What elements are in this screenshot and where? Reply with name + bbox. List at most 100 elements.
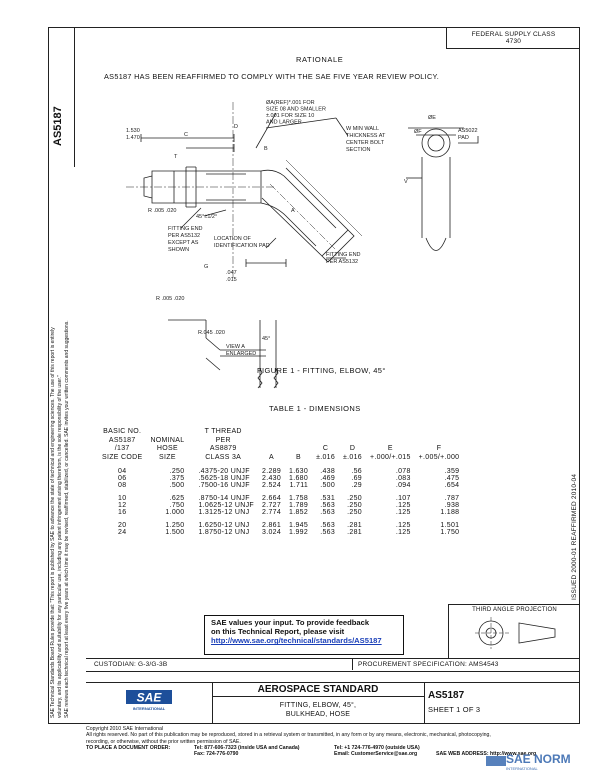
- table-cell-thread: 1.3125-12 UNJ: [198, 509, 250, 516]
- table-cell-size: 04: [118, 468, 127, 475]
- svg-text:PAD: PAD: [458, 135, 469, 141]
- table-cell-b: 1.680: [289, 475, 309, 482]
- table-row: 12 .750 1.0625-12 UNJF 2.727 1.789 .563 .250 .1…: [98, 502, 463, 509]
- table-cell-size: 10: [118, 495, 127, 502]
- footer-email: Email: CustomerService@sae.org: [334, 751, 418, 758]
- label-1470: 1.470: [126, 135, 140, 141]
- svg-text:CENTER BOLT: CENTER BOLT: [346, 140, 385, 146]
- title-line-2: BULKHEAD, HOSE: [285, 711, 351, 718]
- table-cell-size: 24: [118, 529, 127, 536]
- label-t: T: [174, 154, 178, 160]
- table-cell-b: 1.630: [289, 468, 309, 475]
- footer-fax: Fax: 724-776-0790: [194, 751, 239, 758]
- table-cell-size: 12: [118, 502, 127, 509]
- table-cell-thread: 1.0625-12 UNJF: [198, 502, 254, 509]
- table-cell-c: .438: [320, 468, 336, 475]
- table-cell-b: 1.758: [289, 495, 309, 502]
- rationale-text: AS5187 HAS BEEN REAFFIRMED TO COMPLY WIT…: [104, 72, 440, 81]
- table-cell-hose: 1.250: [165, 522, 185, 529]
- footer-rights-2: recording, or otherwise, without the pri…: [86, 738, 241, 745]
- figure-caption: FIGURE 1 - FITTING, ELBOW, 45°: [257, 366, 386, 375]
- table-cell-a: 3.024: [262, 529, 282, 536]
- label-b: B: [264, 146, 268, 152]
- table-cell-e: .107: [395, 495, 411, 502]
- table-cell-b: 1.852: [289, 509, 309, 516]
- footer-copyright: Copyright 2010 SAE International: [86, 726, 163, 732]
- table-cell-hose: .750: [169, 502, 185, 509]
- table-cell-d: .250: [347, 502, 362, 509]
- label-view-a: VIEW A: [226, 344, 245, 350]
- aerospace-standard-title: AEROSPACE STANDARD: [257, 684, 379, 695]
- table-cell-a: 2.664: [262, 495, 282, 502]
- label-g: G: [204, 264, 208, 270]
- table-cell-b: 1.789: [289, 502, 309, 509]
- label-r005: R .005 .020: [148, 208, 176, 214]
- table-cell-e: .083: [395, 475, 411, 482]
- label-r005b: R .005 .020: [156, 296, 184, 302]
- legal-text-1: SAE Technical Standards Board Rules prov…: [50, 327, 56, 718]
- feedback-link[interactable]: http://www.sae.org/technical/standards/A…: [211, 636, 382, 646]
- label-45deg: 45°: [262, 336, 270, 342]
- label-as5022: AS5022: [458, 128, 478, 134]
- table-cell-a: 2.289: [262, 468, 282, 475]
- label-047: .047: [226, 270, 237, 276]
- table-cell-d: .29: [351, 482, 362, 489]
- table-cell-size: 16: [118, 509, 127, 516]
- label-location: LOCATION OF: [214, 236, 252, 242]
- custodian-label: CUSTODIAN: G-3/G-3B: [94, 661, 168, 668]
- svg-text:PER AS5132: PER AS5132: [168, 233, 200, 239]
- svg-text:PER AS5132: PER AS5132: [326, 259, 358, 265]
- table-cell-d: .281: [347, 522, 362, 529]
- table-cell-e: .125: [395, 522, 411, 529]
- table-cell-f: .359: [444, 468, 460, 475]
- svg-text:ENLARGED: ENLARGED: [226, 351, 256, 357]
- table-cell-e: .094: [395, 482, 411, 489]
- th-e: E+.000/+.015: [370, 445, 411, 461]
- table-cell-c: .563: [320, 502, 336, 509]
- title-block-row: [86, 682, 580, 725]
- title-line-1: FITTING, ELBOW, 45°,: [279, 702, 357, 709]
- label-diam-e: ØE: [428, 115, 436, 121]
- end-view-outer: [421, 128, 451, 158]
- elbow-body: [260, 169, 337, 247]
- label-fitting-end2: FITTING END: [326, 252, 361, 258]
- label-diam-f: ØF: [414, 129, 422, 135]
- table-cell-size: 06: [118, 475, 127, 482]
- svg-text:SHOWN: SHOWN: [168, 247, 189, 253]
- custodian-row: [86, 658, 580, 672]
- label-fitting-end: FITTING END: [168, 226, 203, 232]
- table-cell-a: 2.727: [262, 502, 282, 509]
- table-cell-c: .469: [320, 475, 336, 482]
- supply-class-value: 4730: [505, 38, 522, 45]
- table-cell-hose: .625: [169, 495, 185, 502]
- table-cell-hose: 1.500: [165, 529, 185, 536]
- svg-text:IDENTIFICATION PAD: IDENTIFICATION PAD: [214, 243, 270, 249]
- table-cell-thread: .5625-18 UNJF: [198, 475, 250, 482]
- svg-text:SECTION: SECTION: [346, 147, 370, 153]
- label-d: D: [234, 124, 238, 130]
- doc-divider: [424, 682, 425, 724]
- label-1530: 1.530: [126, 128, 140, 134]
- table-cell-e: .125: [395, 509, 411, 516]
- table-cell-f: .654: [444, 482, 460, 489]
- table-cell-d: .56: [351, 468, 362, 475]
- footer: Copyright 2010 SAE International All rig…: [86, 726, 586, 758]
- custodian-divider: [352, 658, 353, 670]
- table-cell-d: .69: [351, 475, 362, 482]
- table-cell-hose: .500: [169, 482, 185, 489]
- table-cell-e: .125: [395, 529, 411, 536]
- watermark-sub: INTERNATIONAL: [506, 766, 538, 771]
- table-cell-e: .125: [395, 502, 411, 509]
- projection-label: THIRD ANGLE PROJECTION: [472, 607, 557, 613]
- watermark-logo-icon: [486, 756, 506, 766]
